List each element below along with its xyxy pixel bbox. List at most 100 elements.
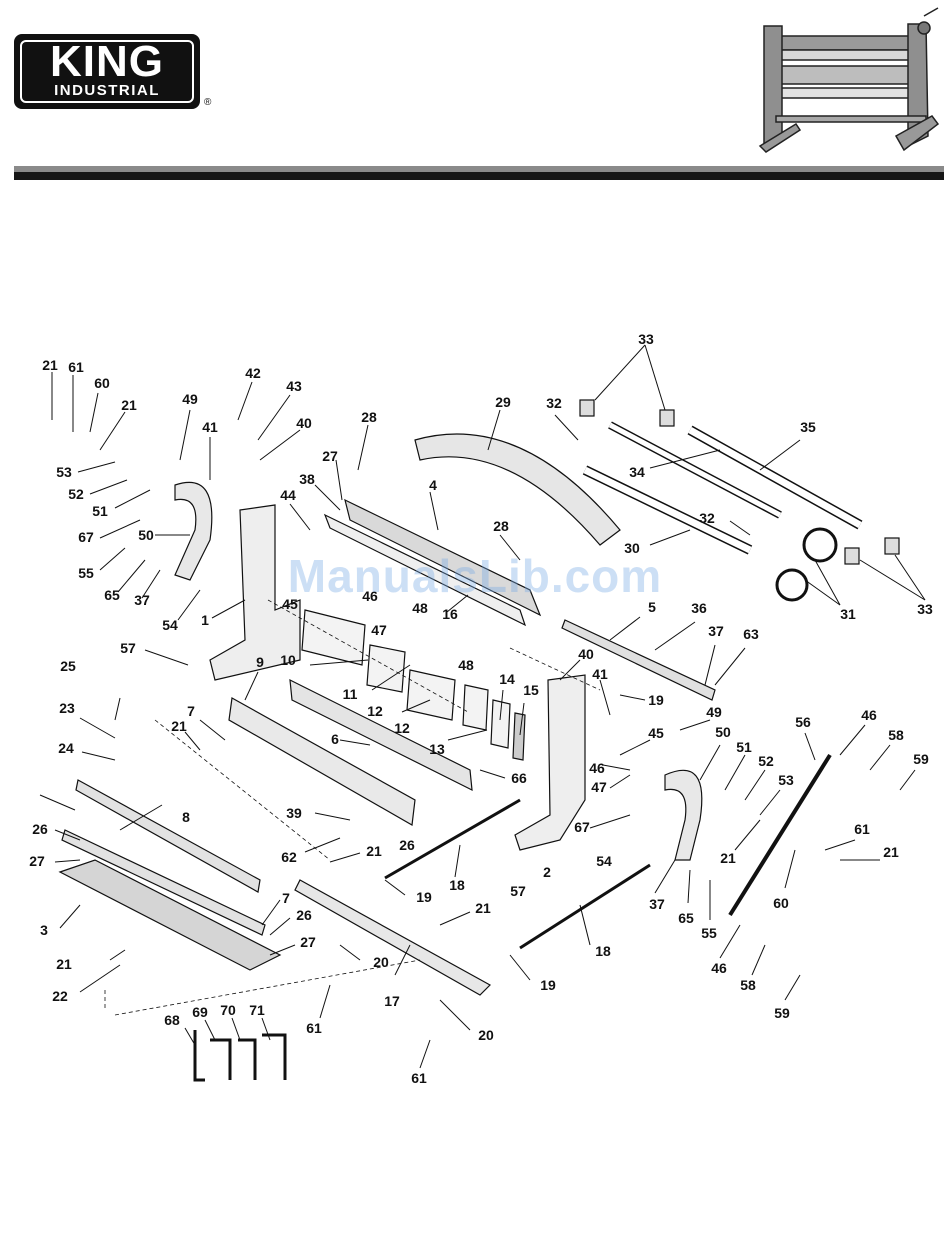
callout-21: 21 [883, 844, 899, 860]
watermark-text: ManualsLib.com [287, 550, 663, 602]
callout-59: 59 [774, 1005, 790, 1021]
callout-47: 47 [591, 779, 607, 795]
callout-40: 40 [296, 415, 312, 431]
cover-29 [414, 433, 621, 546]
callout-16: 16 [442, 606, 458, 622]
callout-46: 46 [589, 760, 605, 776]
callout-46: 46 [711, 960, 727, 976]
callout-20: 20 [373, 954, 389, 970]
callout-59: 59 [913, 751, 929, 767]
callout-48: 48 [458, 657, 474, 673]
callout-11: 11 [343, 686, 358, 702]
callout-21: 21 [171, 718, 187, 734]
callout-27: 27 [29, 853, 45, 869]
callout-21: 21 [366, 843, 382, 859]
callout-61: 61 [306, 1020, 322, 1036]
callout-49: 49 [182, 391, 198, 407]
callout-24: 24 [58, 740, 74, 756]
callout-19: 19 [416, 889, 432, 905]
callout-39: 39 [286, 805, 302, 821]
callout-21: 21 [121, 397, 137, 413]
callout-43: 43 [286, 378, 302, 394]
header-rule-dark [14, 172, 944, 180]
registered-mark: ® [204, 97, 212, 108]
callout-35: 35 [800, 419, 816, 435]
callout-56: 56 [795, 714, 811, 730]
callout-29: 29 [495, 394, 511, 410]
callout-2: 2 [543, 864, 551, 880]
callout-21: 21 [42, 357, 58, 373]
callout-66: 66 [511, 770, 527, 786]
callout-27: 27 [322, 448, 338, 464]
callout-5: 5 [648, 599, 656, 615]
callout-31: 31 [840, 606, 856, 622]
callout-42: 42 [245, 365, 261, 381]
callout-58: 58 [888, 727, 904, 743]
callout-55: 55 [78, 565, 94, 581]
callout-14: 14 [499, 671, 515, 687]
callout-62: 62 [281, 849, 297, 865]
callout-40: 40 [578, 646, 594, 662]
logo-word-king: KING [50, 37, 164, 86]
callout-26: 26 [32, 821, 48, 837]
callout-12: 12 [394, 720, 410, 736]
callout-60: 60 [773, 895, 789, 911]
callout-33: 33 [917, 601, 933, 617]
callout-6: 6 [331, 731, 339, 747]
upper-blade-holder-4 [344, 498, 542, 617]
bending-beam-9 [228, 697, 416, 826]
callout-23: 23 [59, 700, 75, 716]
callout-4: 4 [429, 477, 437, 493]
callout-41: 41 [592, 666, 608, 682]
callout-37: 37 [649, 896, 665, 912]
callout-65: 65 [104, 587, 120, 603]
callout-28: 28 [361, 409, 377, 425]
callout-51: 51 [736, 739, 752, 755]
callout-60: 60 [94, 375, 110, 391]
callout-52: 52 [68, 486, 84, 502]
callout-12: 12 [367, 703, 383, 719]
callout-49: 49 [706, 704, 722, 720]
callout-7: 7 [187, 703, 195, 719]
callout-61: 61 [854, 821, 870, 837]
callout-61: 61 [411, 1070, 427, 1086]
callout-54: 54 [596, 853, 612, 869]
angle-17 [294, 879, 491, 996]
callout-67: 67 [78, 529, 94, 545]
callout-32: 32 [546, 395, 562, 411]
callout-17: 17 [384, 993, 400, 1009]
callout-57: 57 [120, 640, 136, 656]
left-frame-1 [209, 504, 301, 681]
callout-7: 7 [282, 890, 290, 906]
callout-58: 58 [740, 977, 756, 993]
callout-26: 26 [399, 837, 415, 853]
right-side-arm-50 [664, 769, 703, 861]
callout-25: 25 [60, 658, 76, 674]
bar-8 [75, 779, 261, 893]
callout-41: 41 [202, 419, 218, 435]
callout-57: 57 [510, 883, 526, 899]
callout-34: 34 [629, 464, 645, 480]
callout-46: 46 [861, 707, 877, 723]
right-frame-2 [514, 674, 586, 851]
machine-thumbnail-image [758, 7, 940, 153]
callout-70: 70 [220, 1002, 236, 1018]
callout-33: 33 [638, 331, 654, 347]
callout-20: 20 [478, 1027, 494, 1043]
callout-67: 67 [574, 819, 590, 835]
callout-36: 36 [691, 600, 707, 616]
callout-63: 63 [743, 626, 759, 642]
callout-51: 51 [92, 503, 108, 519]
callout-65: 65 [678, 910, 694, 926]
callout-22: 22 [52, 988, 68, 1004]
callout-52: 52 [758, 753, 774, 769]
callout-28: 28 [493, 518, 509, 534]
callout-53: 53 [56, 464, 72, 480]
logo-border [20, 40, 194, 103]
callout-38: 38 [299, 471, 315, 487]
callout-47: 47 [371, 622, 387, 638]
callout-53: 53 [778, 772, 794, 788]
tie-bar-5 [561, 619, 716, 701]
